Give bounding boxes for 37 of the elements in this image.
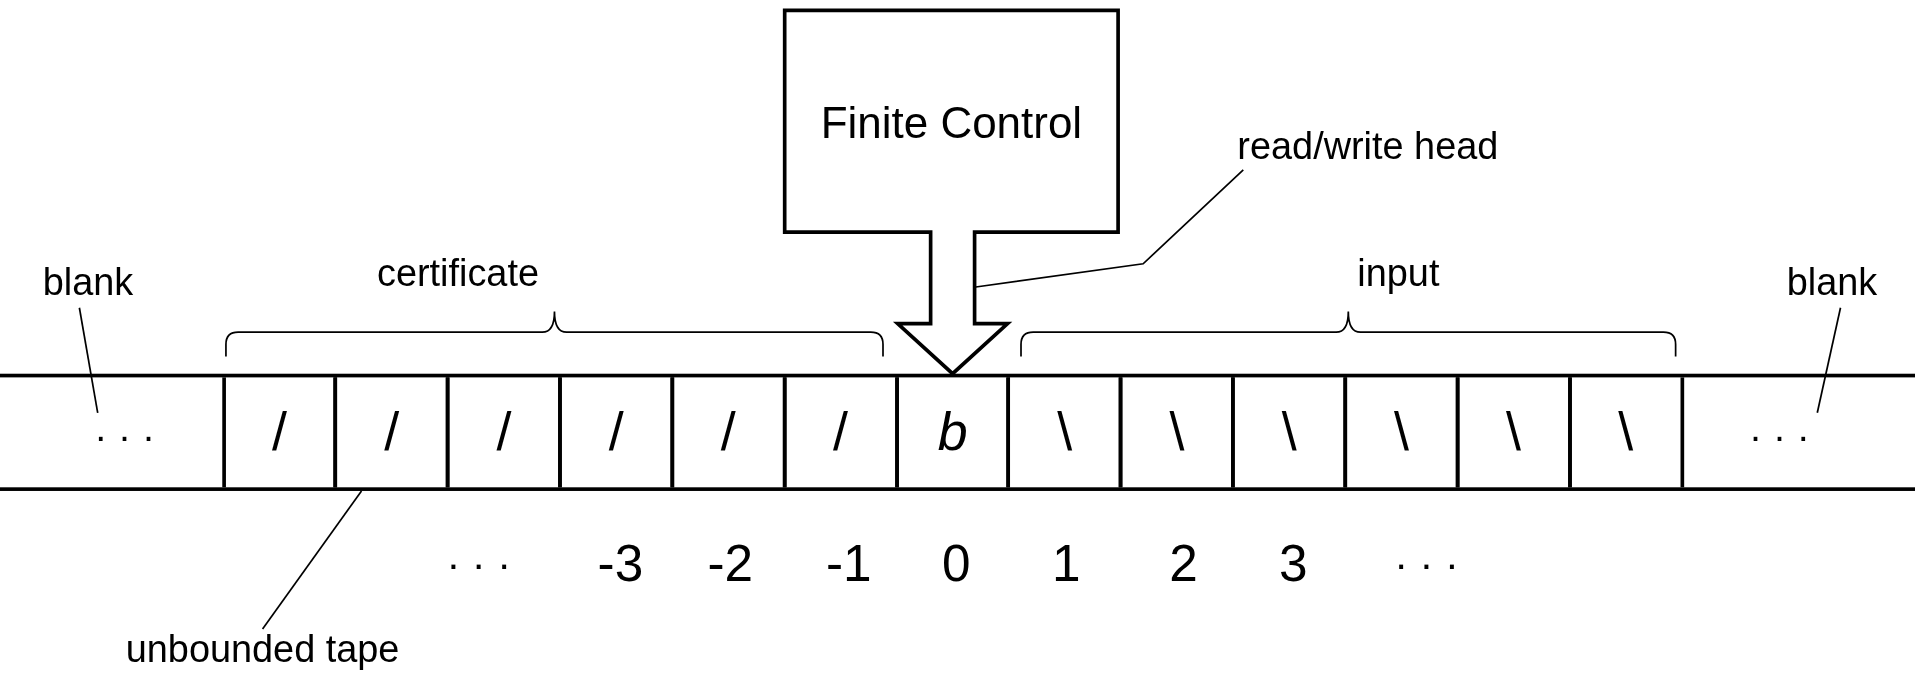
cell-symbol: \ xyxy=(1506,402,1521,462)
cell-symbol: / xyxy=(608,402,624,462)
brace-label: certificate xyxy=(376,252,539,295)
cell-symbol: \ xyxy=(1393,402,1409,462)
callout-label: read/write head xyxy=(1237,125,1499,168)
cell-symbol: / xyxy=(384,402,400,462)
tape-cell xyxy=(1567,377,1684,488)
cell-index: -2 xyxy=(707,536,754,593)
leader-line xyxy=(1816,306,1842,414)
cell-symbol: \ xyxy=(1057,402,1073,462)
leader-line xyxy=(261,490,363,630)
cell-symbol: / xyxy=(272,402,288,462)
cell-index: 0 xyxy=(942,536,971,593)
ellipsis: · · · xyxy=(446,541,512,588)
cell-index: -1 xyxy=(826,536,872,593)
leader-line xyxy=(78,306,99,414)
ellipsis: · · · xyxy=(1394,541,1459,588)
cell-symbol: / xyxy=(833,402,848,462)
ellipsis: · · · xyxy=(94,415,155,459)
callout-label: unbounded tape xyxy=(125,628,400,671)
cell-symbol: \ xyxy=(1281,402,1297,462)
ellipsis: · · · xyxy=(1749,415,1810,459)
cell-symbol: / xyxy=(496,402,512,462)
finite-control-box xyxy=(782,8,1120,375)
callout-label: blank xyxy=(1786,262,1878,305)
tape-strip xyxy=(0,373,1915,491)
cell-symbol: b xyxy=(937,402,968,462)
cell-symbol: / xyxy=(720,402,736,462)
cell-symbol: \ xyxy=(1169,402,1185,462)
callout-label: blank xyxy=(42,262,134,305)
cell-symbol: \ xyxy=(1618,402,1634,462)
control-label: Finite Control xyxy=(820,99,1083,148)
cell-index: 2 xyxy=(1169,536,1198,593)
cell-index: -3 xyxy=(597,536,644,593)
brace-label: input xyxy=(1357,252,1440,295)
cell-index: 3 xyxy=(1279,536,1308,593)
cell-index: 1 xyxy=(1051,536,1081,593)
